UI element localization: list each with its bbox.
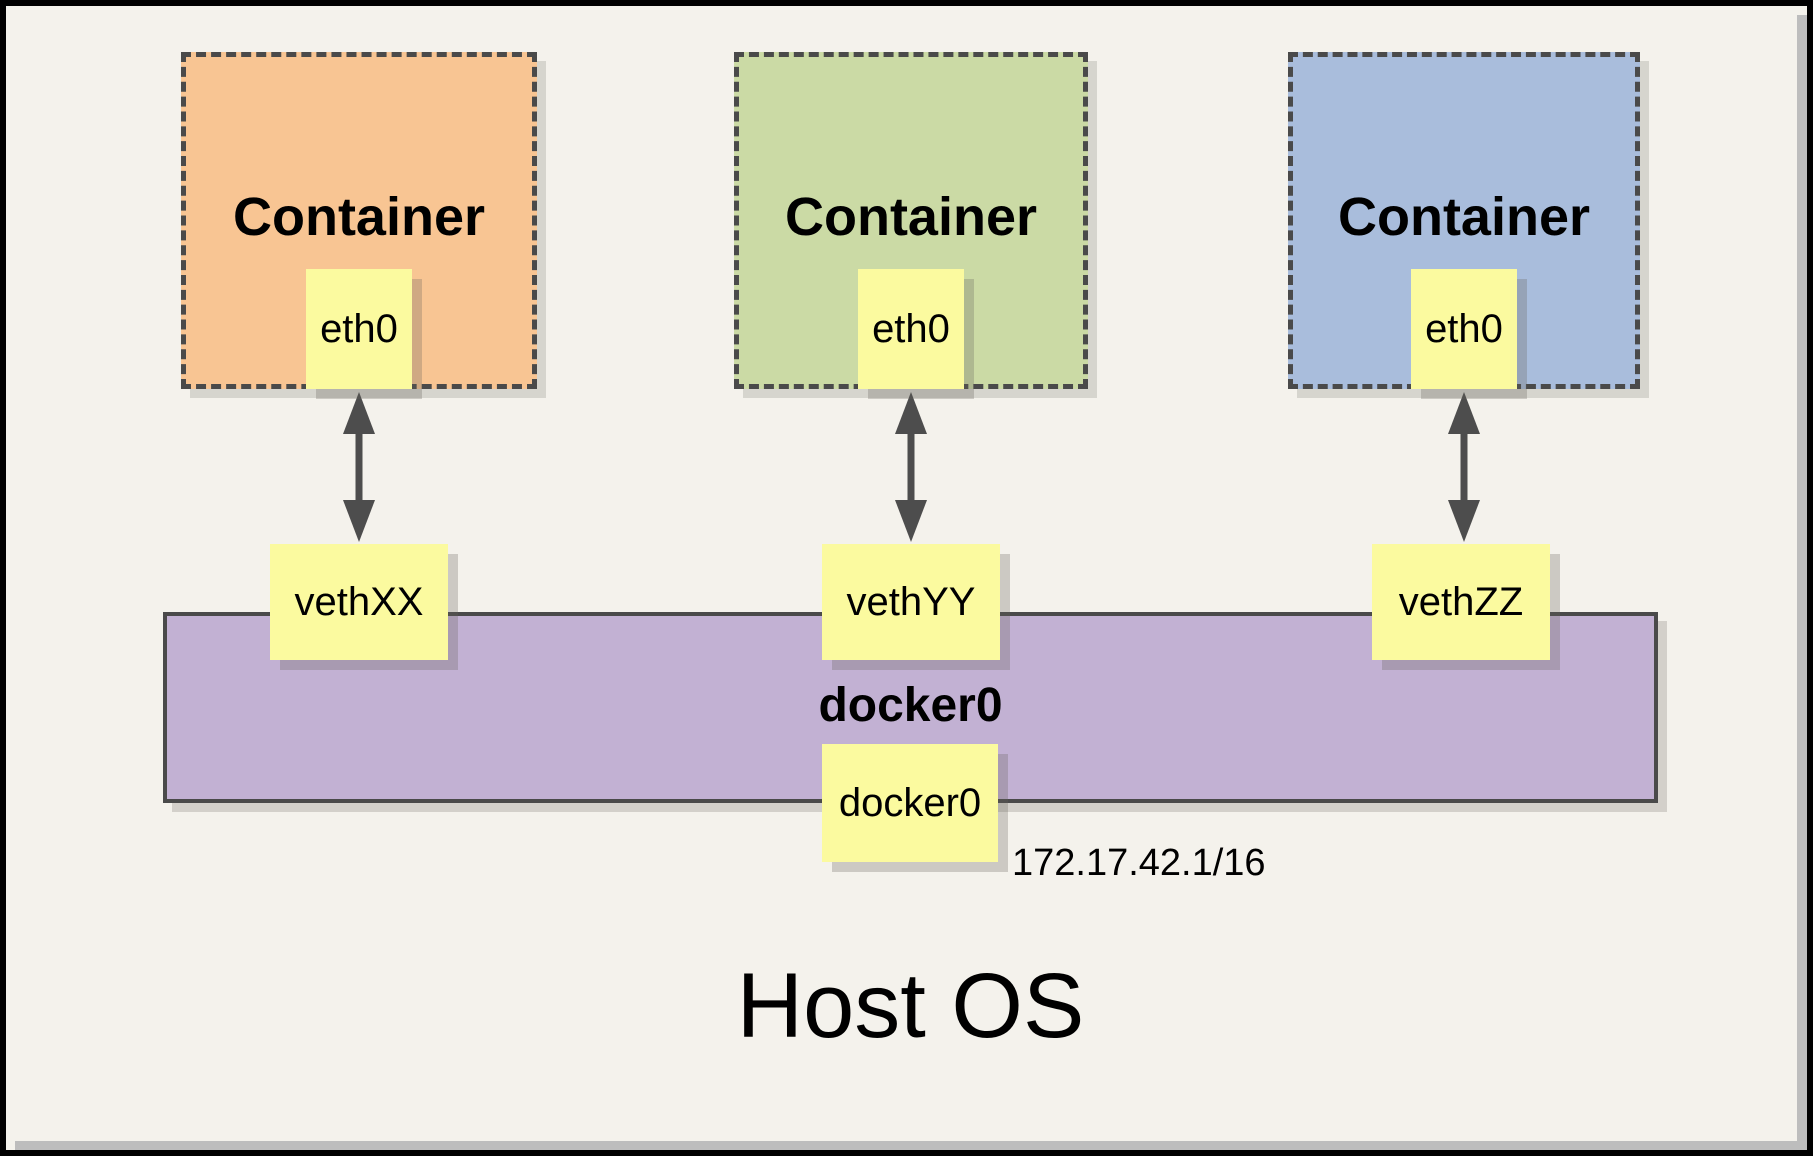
eth0-box-2: eth0: [858, 269, 964, 389]
container-title-3: Container: [1337, 187, 1591, 247]
eth0-box-1: eth0: [306, 269, 412, 389]
host-os-label: Host OS: [736, 955, 1085, 1057]
docker0-bridge-label: docker0: [818, 679, 1003, 732]
veth-box-1: vethXX: [270, 544, 448, 660]
container-box-1: Container: [181, 52, 537, 389]
bidirectional-arrow-2: [895, 392, 927, 542]
eth0-box-3: eth0: [1411, 269, 1517, 389]
docker0-interface-box: docker0: [822, 744, 998, 862]
page-shadow-bottom: [15, 1141, 1807, 1150]
container-title-2: Container: [784, 187, 1038, 247]
page-shadow-right: [1797, 15, 1807, 1150]
bidirectional-arrow-3: [1448, 392, 1480, 542]
veth-box-2: vethYY: [822, 544, 1000, 660]
veth-box-3: vethZZ: [1372, 544, 1550, 660]
bidirectional-arrow-1: [343, 392, 375, 542]
bridge-ip-label: 172.17.42.1/16: [1012, 842, 1266, 884]
container-title-1: Container: [232, 187, 486, 247]
